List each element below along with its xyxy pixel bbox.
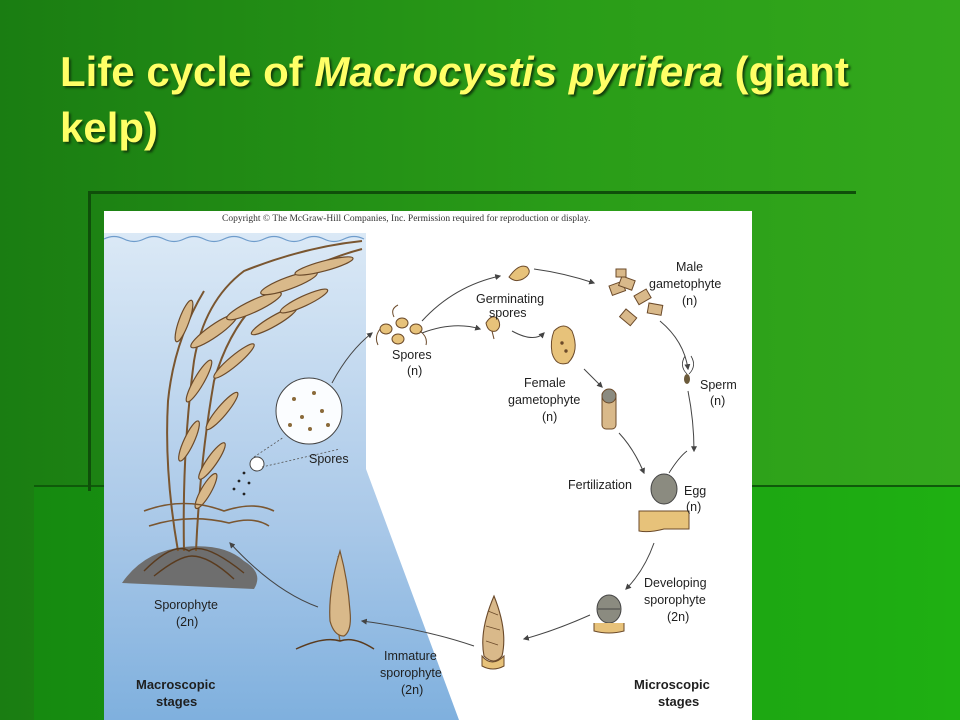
label-macroscopic-2: stages — [156, 694, 197, 709]
label-developing-2: sporophyte — [644, 593, 706, 607]
label-immature-1: Immature — [384, 649, 437, 663]
label-developing-3: (2n) — [667, 610, 689, 624]
water-surface — [104, 235, 365, 243]
label-male-3: (n) — [682, 294, 697, 308]
water-region — [104, 233, 459, 720]
germinating-spores-illustration — [485, 265, 530, 340]
label-male-1: Male — [676, 260, 703, 274]
spore-release — [232, 377, 343, 496]
spores-cluster-illustration — [375, 304, 427, 346]
life-cycle-diagram: Copyright © The McGraw-Hill Companies, I… — [104, 211, 752, 720]
label-sporophyte-1: Sporophyte — [154, 598, 218, 612]
label-developing-1: Developing — [644, 576, 707, 590]
life-cycle-figure: Copyright © The McGraw-Hill Companies, I… — [104, 211, 752, 720]
kelp-sporophyte-illustration — [143, 240, 363, 580]
label-spores-1: Spores — [392, 348, 432, 362]
male-gametophyte-illustration — [608, 268, 664, 327]
label-immature-3: (2n) — [401, 683, 423, 697]
rock — [122, 546, 258, 589]
label-germinating-2: spores — [489, 306, 527, 320]
label-fertilization: Fertilization — [568, 478, 632, 492]
young-sporophyte-illustration — [481, 594, 505, 670]
copyright-bar — [104, 211, 752, 229]
label-egg-2: (n) — [686, 500, 701, 514]
frame-line-left — [88, 191, 91, 491]
female-gametophyte-illustration — [550, 325, 617, 430]
diagram-labels: Germinating spores Male gametophyte (n) … — [136, 260, 737, 709]
label-male-2: gametophyte — [649, 277, 721, 291]
label-female-3: (n) — [542, 410, 557, 424]
immature-sporophyte-illustration — [295, 548, 375, 650]
title-prefix: Life cycle of — [60, 48, 315, 95]
title-species: Macrocystis pyrifera — [314, 48, 723, 95]
slide-title: Life cycle of Macrocystis pyrifera (gian… — [60, 44, 900, 156]
label-female-1: Female — [524, 376, 566, 390]
cycle-arrows — [229, 268, 697, 647]
frame-line-top — [90, 191, 856, 194]
label-germinating-1: Germinating — [476, 292, 544, 306]
label-immature-2: sporophyte — [380, 666, 442, 680]
label-sperm-2: (n) — [710, 394, 725, 408]
label-egg-1: Egg — [684, 484, 706, 498]
egg-illustration — [638, 450, 690, 533]
developing-sporophyte-illustration — [593, 594, 625, 634]
copyright-text: Copyright © The McGraw-Hill Companies, I… — [222, 213, 590, 224]
label-female-2: gametophyte — [508, 393, 580, 407]
label-spores-left: Spores — [309, 452, 349, 466]
label-macroscopic-1: Macroscopic — [136, 677, 215, 692]
label-sperm-1: Sperm — [700, 378, 737, 392]
label-microscopic-2: stages — [658, 694, 699, 709]
sperm-illustration — [682, 355, 694, 384]
title-suffix: (giant kelp) — [60, 48, 849, 151]
label-spores-2: (n) — [407, 364, 422, 378]
label-microscopic-1: Microscopic — [634, 677, 710, 692]
label-sporophyte-2: (2n) — [176, 615, 198, 629]
